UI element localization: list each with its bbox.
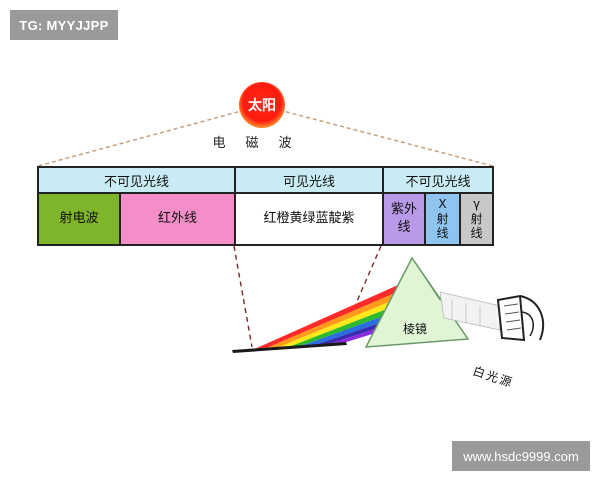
sun-connector-left — [37, 109, 246, 167]
gamma-label-3: 线 — [470, 226, 483, 241]
spectrum-table: 不可见光线 可见光线 不可见光线 射电波 红外线 红橙黄绿蓝靛紫 紫外 线 X … — [37, 166, 494, 246]
cell-xray: X 射 线 — [426, 194, 459, 244]
ultraviolet-label-1: 紫外 — [390, 202, 417, 218]
divider-xray-gamma — [459, 194, 461, 244]
prism-label: 棱镜 — [403, 322, 428, 336]
watermark-top: TG: MYYJJPP — [10, 10, 118, 40]
rainbow-green — [286, 300, 414, 348]
visible-connector-left — [233, 245, 253, 348]
cell-gamma: γ 射 线 — [461, 194, 492, 244]
header-invisible-left: 不可见光线 — [39, 168, 234, 194]
cell-ultraviolet: 紫外 线 — [384, 194, 424, 244]
screen-plate — [232, 342, 347, 353]
divider-invisible-visible — [234, 168, 236, 244]
prism-edge — [411, 257, 441, 301]
cell-infrared: 红外线 — [121, 194, 234, 244]
sun-connector-right — [278, 109, 494, 167]
divider-radio-infrared — [119, 194, 121, 244]
header-invisible-right: 不可见光线 — [384, 168, 492, 194]
watermark-bottom: www.hsdc9999.com — [452, 441, 590, 471]
xray-label-3: 线 — [436, 226, 449, 241]
header-visible: 可见光线 — [236, 168, 382, 194]
prism-shape — [364, 256, 470, 348]
divider-uv-xray — [424, 194, 426, 244]
gamma-label-2: 射 — [470, 211, 483, 226]
rainbow-orange — [262, 290, 406, 350]
white-beam — [439, 291, 501, 331]
xray-label-1: X — [438, 197, 447, 212]
radio-wave-label: 射电波 — [59, 211, 99, 227]
sun-label: 太阳 — [248, 98, 276, 114]
gamma-label-1: γ — [472, 197, 481, 212]
infrared-label: 红外线 — [157, 211, 197, 227]
light-source-icon — [496, 294, 545, 342]
em-wave-title: 电磁波 — [212, 136, 312, 151]
sun: 太阳 — [239, 82, 285, 128]
visible-label: 红橙黄绿蓝靛紫 — [263, 211, 355, 227]
rainbow-yellow — [274, 295, 410, 349]
divider-visible-invisible — [382, 168, 384, 244]
xray-label-2: 射 — [436, 211, 449, 226]
ultraviolet-label-2: 线 — [397, 220, 411, 235]
cell-visible: 红橙黄绿蓝靛紫 — [236, 194, 382, 244]
cell-radio-wave: 射电波 — [39, 194, 119, 244]
rainbow-red — [250, 285, 402, 351]
